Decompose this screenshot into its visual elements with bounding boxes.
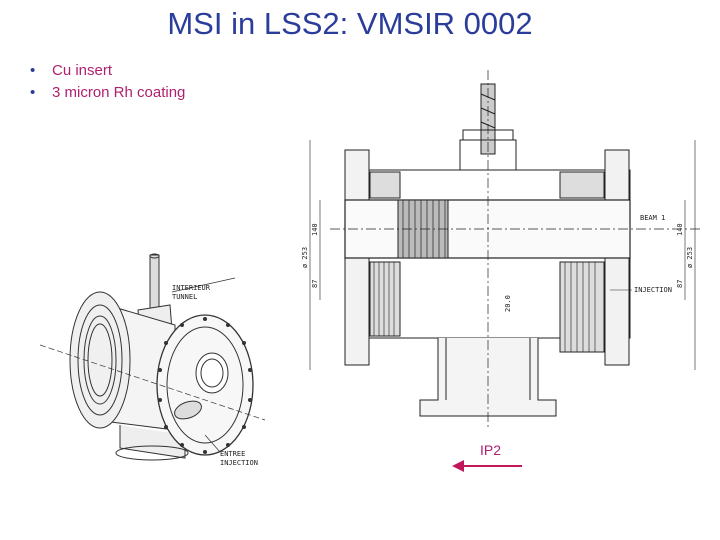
iso-left-flange	[69, 291, 131, 429]
iso-upper-port-inner	[200, 358, 224, 388]
bullet-text: 3 micron Rh coating	[52, 84, 186, 101]
section-dim-right-outer-label: ø 253	[686, 247, 694, 268]
iso-leader-interieur	[171, 277, 236, 293]
section-dim-left-top-label: 140	[311, 223, 319, 236]
ip2-arrow-icon	[452, 460, 522, 472]
isometric-drawing	[39, 253, 266, 461]
bullet-list: • Cu insert • 3 micron Rh coating	[30, 60, 185, 104]
ip2-label: IP2	[480, 442, 502, 458]
iso-lower-port	[174, 400, 202, 420]
section-dim-right-bottom-label: 87	[676, 280, 684, 288]
section-insert-hatch	[402, 200, 446, 258]
iso-bolt-holes	[158, 317, 252, 454]
iso-right-flange-inner	[166, 326, 244, 444]
slide-title: MSI in LSS2: VMSIR 0002	[167, 6, 533, 41]
section-left-bellows	[369, 171, 401, 337]
iso-rod	[149, 254, 160, 311]
iso-label-interieur: INTERIEUR	[172, 284, 211, 292]
iso-centerline	[39, 344, 266, 421]
section-drawing	[309, 70, 700, 430]
bullet-item: • 3 micron Rh coating	[30, 82, 185, 104]
section-label-injection: INJECTION	[634, 286, 672, 294]
iso-outlet-flange	[115, 445, 189, 461]
iso-left-flange-inner	[77, 304, 123, 416]
section-bellows-corrugations	[373, 262, 596, 352]
bullet-marker: •	[30, 62, 36, 79]
section-label-beam: BEAM 1	[640, 214, 665, 222]
section-dim-left-bottom-label: 87	[311, 280, 319, 288]
section-right-bellows	[559, 171, 605, 353]
bullet-item: • Cu insert	[30, 60, 185, 82]
bullet-text: Cu insert	[52, 62, 113, 79]
iso-rod-top	[149, 253, 160, 259]
iso-label-entree: ENTREE	[220, 450, 245, 458]
iso-label-injection: INJECTION	[220, 459, 258, 467]
bullet-marker: •	[30, 84, 36, 101]
iso-leader-entree	[204, 434, 221, 453]
section-dim-center-label: 20.0	[504, 295, 512, 312]
section-dim-left-outer-label: ø 253	[301, 247, 309, 268]
iso-left-bellows-2	[87, 323, 113, 397]
section-dim-right-top-label: 140	[676, 223, 684, 236]
iso-label-tunnel: TUNNEL	[172, 293, 197, 301]
